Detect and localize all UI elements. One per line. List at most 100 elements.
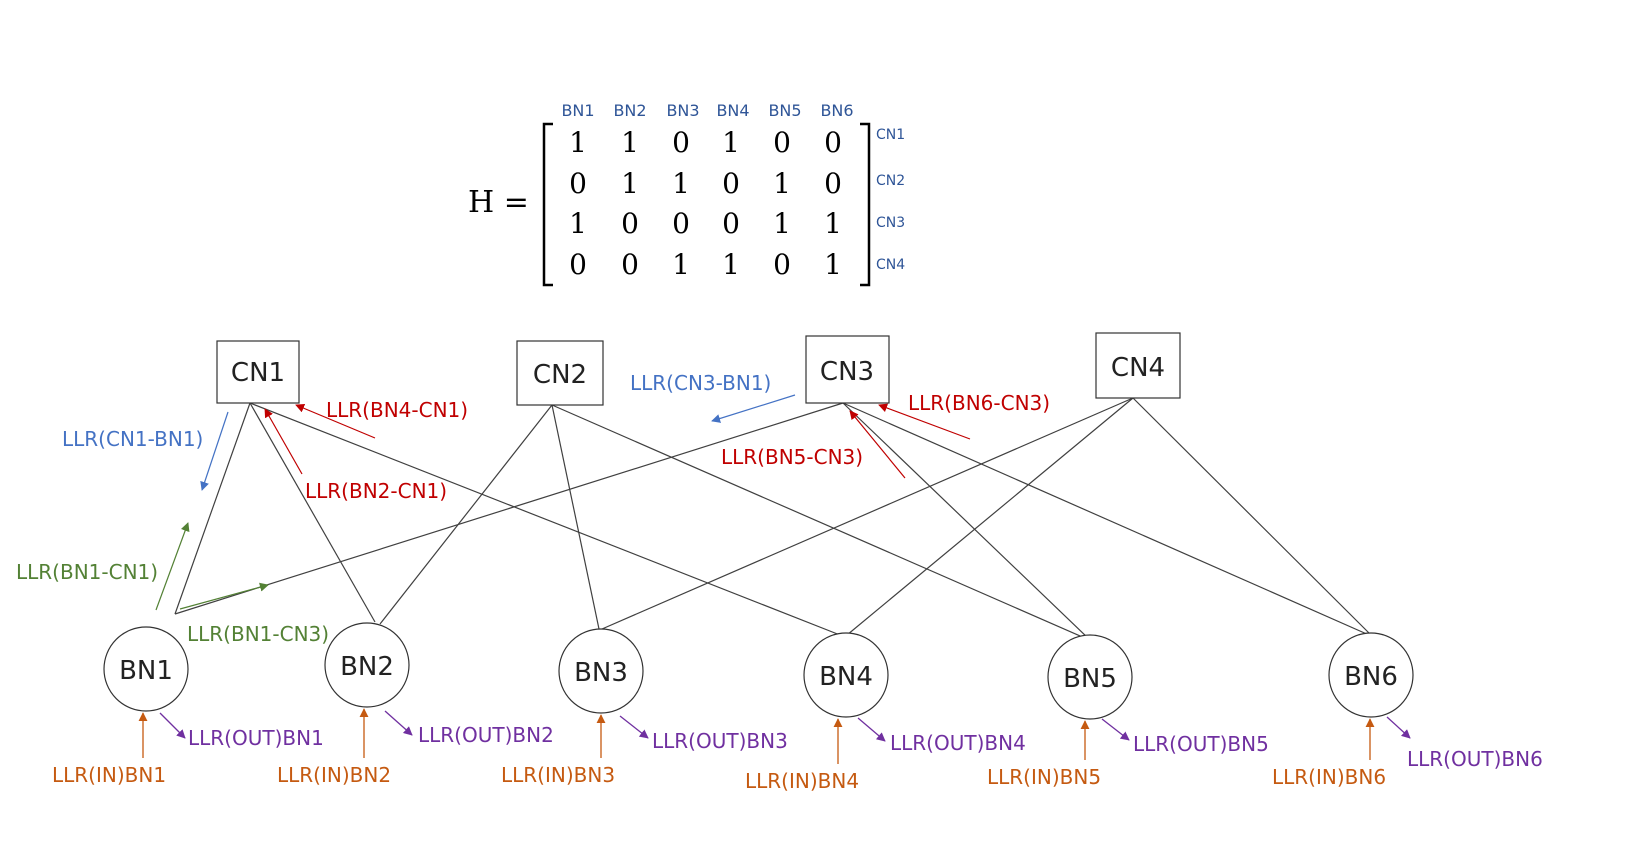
bit-node-bn4 (803, 632, 889, 718)
label-bn6-to-cn3: LLR(BN6-CN3) (908, 391, 1050, 415)
matrix-cell: 0 (722, 207, 740, 240)
matrix-row-header: CN4 (876, 257, 905, 273)
matrix-cell: 1 (569, 207, 587, 240)
matrix-cell: 0 (672, 126, 690, 159)
edge-cn2-bn3 (551, 404, 600, 630)
arrow-bn1-to-cn1 (155, 522, 190, 611)
io-arrows (138, 708, 1411, 764)
matrix-cell: 0 (621, 248, 639, 281)
bit-node-bn1 (103, 626, 189, 712)
matrix-column-header: BN1 (561, 101, 594, 120)
input-label: LLR(IN)BN1 (52, 763, 166, 787)
check-node-label: CN4 (1111, 353, 1165, 383)
matrix-cell: 1 (569, 126, 587, 159)
bit-node-label: BN6 (1344, 662, 1398, 692)
label-bn1-to-cn1: LLR(BN1-CN1) (16, 560, 158, 584)
matrix-cell: 0 (722, 167, 740, 200)
edge-cn4-bn6 (1132, 397, 1372, 636)
matrix-cell: 0 (569, 248, 587, 281)
arrow-bn2-to-cn1 (264, 408, 303, 475)
label-bn1-to-cn3: LLR(BN1-CN3) (187, 622, 329, 646)
matrix-row-header: CN1 (876, 127, 905, 143)
matrix-cell: 0 (824, 126, 842, 159)
check-node-cn2 (516, 340, 604, 406)
parity-check-matrix: H = BN1 BN2 BN3 BN4 BN5 BN6 CN1 CN2 CN3 … (468, 101, 905, 287)
bit-node-label: BN4 (819, 662, 873, 692)
matrix-cell: 1 (672, 248, 690, 281)
bit-node-bn3 (558, 628, 644, 714)
edge-cn1-bn2 (249, 402, 376, 623)
check-node-cn1 (216, 340, 300, 404)
check-node-cn4 (1095, 332, 1181, 399)
matrix-row-header: CN2 (876, 173, 905, 189)
message-labels: LLR(CN1-BN1) LLR(CN3-BN1) LLR(BN4-CN1) L… (16, 371, 1050, 646)
matrix-column-header: BN3 (666, 101, 699, 120)
bit-node-label: BN5 (1063, 664, 1117, 694)
matrix-cell: 1 (722, 248, 740, 281)
matrix-cell: 1 (722, 126, 740, 159)
arrow-cn1-to-bn1 (200, 411, 229, 491)
input-label: LLR(IN)BN3 (501, 763, 615, 787)
matrix-cell: 0 (621, 207, 639, 240)
arrow-bn4-to-cn1 (295, 403, 376, 439)
label-bn5-to-cn3: LLR(BN5-CN3) (721, 445, 863, 469)
bit-node-label: BN1 (119, 656, 173, 686)
output-label: LLR(OUT)BN5 (1133, 732, 1269, 756)
edge-cn4-bn3 (601, 397, 1134, 630)
edge-cn4-bn4 (846, 397, 1134, 636)
matrix-cell: 0 (569, 167, 587, 200)
arrow-bn6-to-cn3 (878, 403, 971, 440)
edge-cn2-bn5 (551, 404, 1088, 640)
output-arrow-bn1 (159, 712, 186, 739)
bit-node-bn5 (1047, 634, 1133, 720)
check-nodes: CN1 CN2 CN3 CN4 (216, 332, 1181, 406)
input-label: LLR(IN)BN2 (277, 763, 391, 787)
matrix-row-header: CN3 (876, 215, 905, 231)
matrix-column-header: BN2 (613, 101, 646, 120)
bit-node-bn2 (324, 622, 410, 708)
check-node-label: CN2 (533, 360, 587, 390)
message-arrows (155, 394, 971, 611)
output-arrow-bn3 (619, 715, 649, 739)
bit-node-bn6 (1328, 632, 1414, 718)
matrix-cell: 1 (824, 248, 842, 281)
io-labels: LLR(IN)BN1 LLR(IN)BN2 LLR(IN)BN3 LLR(IN)… (52, 723, 1543, 793)
matrix-cell: 1 (621, 167, 639, 200)
output-label: LLR(OUT)BN2 (418, 723, 554, 747)
output-label: LLR(OUT)BN4 (890, 731, 1026, 755)
label-cn1-to-bn1: LLR(CN1-BN1) (62, 427, 203, 451)
label-bn2-to-cn1: LLR(BN2-CN1) (305, 479, 447, 503)
matrix-cell: 0 (773, 248, 791, 281)
label-cn3-to-bn1: LLR(CN3-BN1) (630, 371, 771, 395)
check-node-label: CN3 (820, 357, 874, 387)
output-arrow-bn6 (1386, 716, 1411, 739)
arrow-bn5-to-cn3 (849, 410, 906, 479)
bit-node-label: BN2 (340, 652, 394, 682)
input-label: LLR(IN)BN4 (745, 769, 859, 793)
matrix-cell: 1 (773, 207, 791, 240)
output-label: LLR(OUT)BN1 (188, 726, 324, 750)
edge-cn2-bn2 (379, 404, 553, 625)
matrix-cell: 1 (672, 167, 690, 200)
matrix-label: H = (468, 185, 529, 220)
edge-cn3-bn1 (174, 402, 844, 615)
matrix-column-header: BN4 (716, 101, 749, 120)
edge-cn3-bn6 (842, 402, 1370, 636)
output-arrow-bn5 (1101, 718, 1130, 741)
matrix-cell: 0 (773, 126, 791, 159)
output-arrow-bn4 (857, 717, 886, 742)
matrix-cell: 1 (773, 167, 791, 200)
matrix-cell: 1 (621, 126, 639, 159)
output-arrow-bn2 (384, 710, 413, 736)
edge-cn1-bn4 (249, 402, 841, 636)
check-node-cn3 (805, 335, 890, 404)
arrow-cn3-to-bn1 (711, 394, 796, 423)
matrix-cell: 1 (824, 207, 842, 240)
matrix-left-bracket (542, 122, 553, 287)
edge-cn3-bn5 (842, 402, 1090, 640)
bit-node-label: BN3 (574, 658, 628, 688)
output-label: LLR(OUT)BN6 (1407, 747, 1543, 771)
edge-cn1-bn1 (174, 402, 251, 615)
matrix-column-header: BN6 (820, 101, 853, 120)
